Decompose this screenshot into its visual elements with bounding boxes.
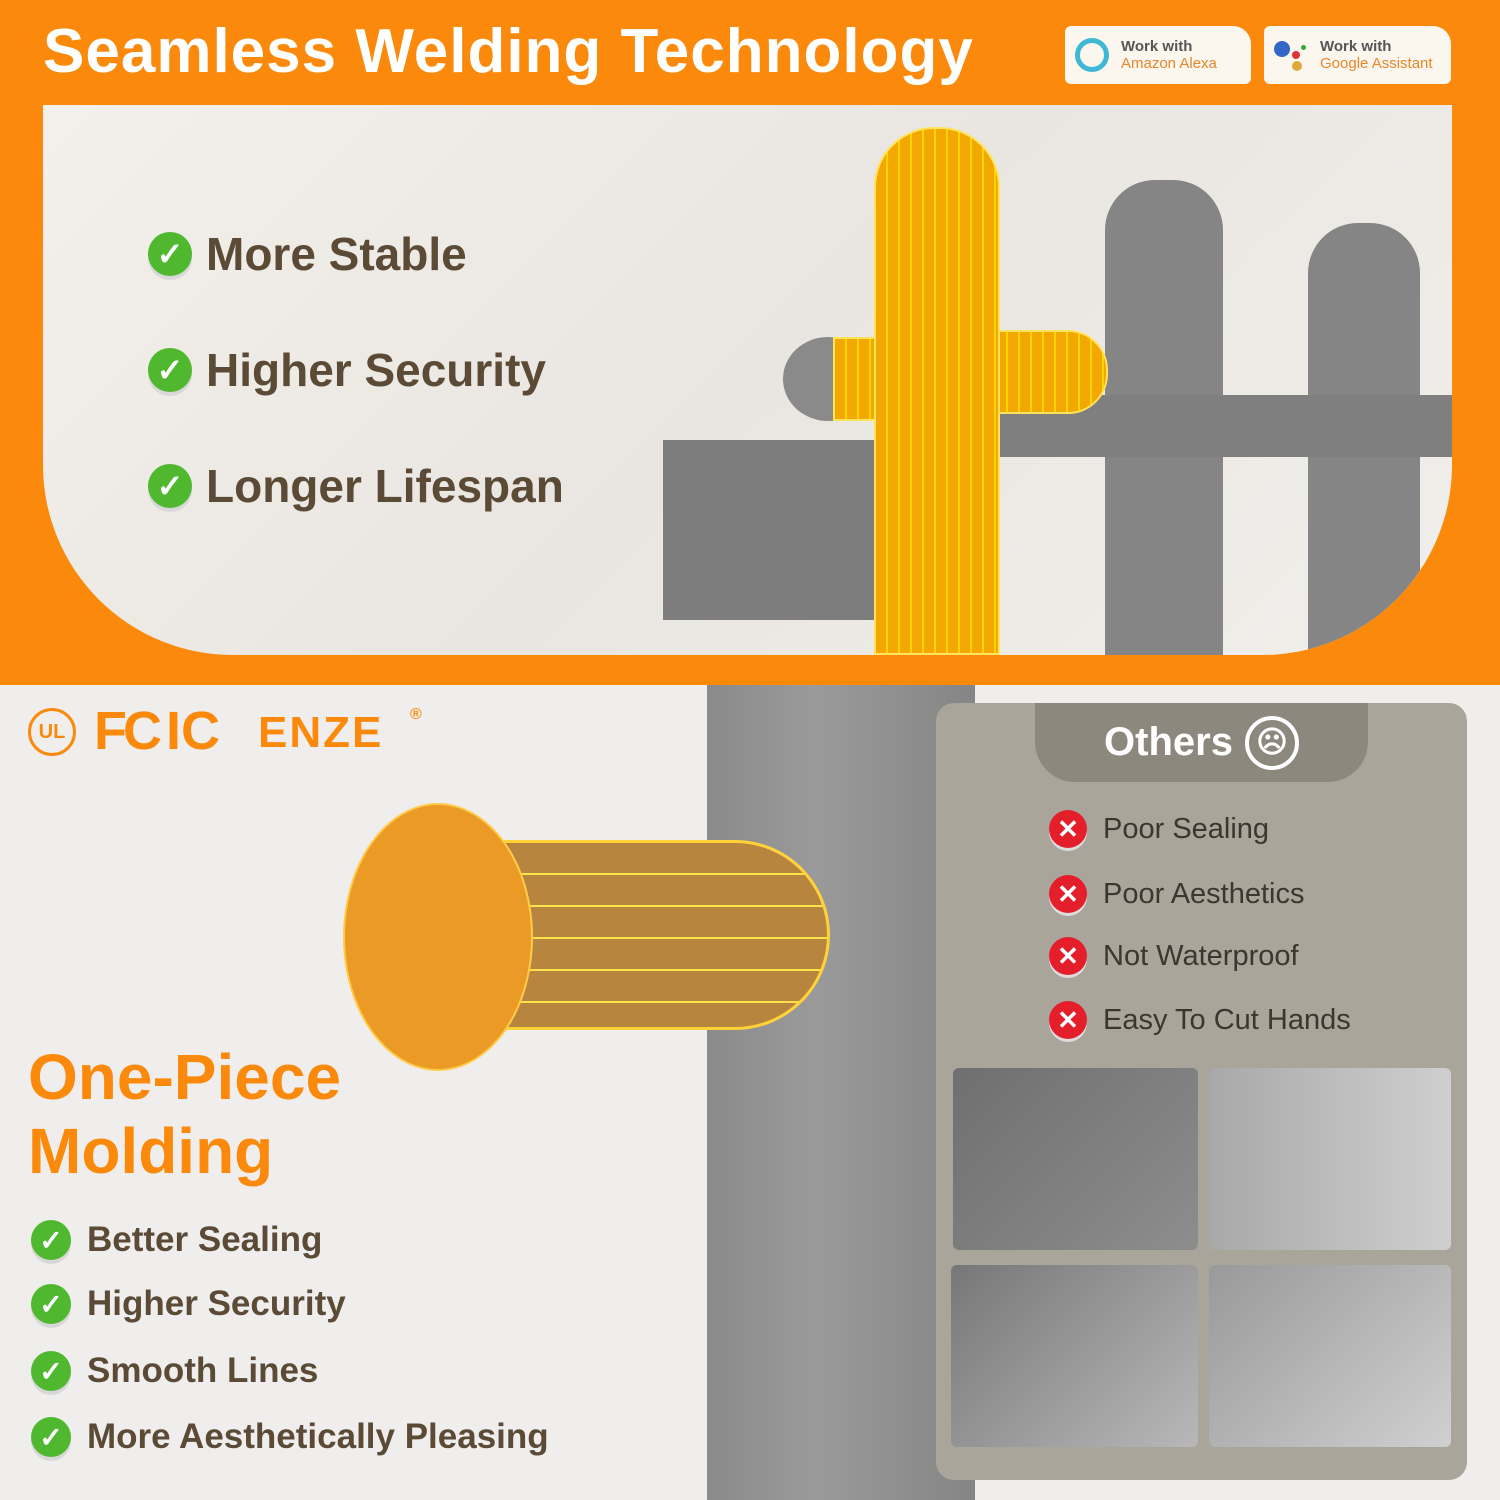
check-icon: ✓ bbox=[31, 1220, 71, 1260]
registered-mark: ® bbox=[410, 706, 422, 723]
feature-label: Higher Security bbox=[206, 344, 546, 396]
fcc-logo: FC bbox=[94, 701, 162, 761]
issue-label: Poor Aesthetics bbox=[1103, 877, 1305, 910]
issue-label: Easy To Cut Hands bbox=[1103, 1003, 1351, 1036]
others-tab: Others☹ bbox=[1035, 703, 1368, 782]
competitor-photo bbox=[1209, 1068, 1451, 1250]
cross-icon: ✕ bbox=[1049, 875, 1087, 913]
competitor-photo bbox=[1209, 1265, 1451, 1447]
issue-label: Poor Sealing bbox=[1103, 812, 1270, 845]
feature-label: Higher Security bbox=[87, 1284, 346, 1323]
feature-label: Smooth Lines bbox=[87, 1351, 319, 1390]
page-title: Seamless Welding Technology bbox=[43, 17, 974, 86]
badge-line1: Work with bbox=[1121, 38, 1193, 55]
check-icon: ✓ bbox=[31, 1351, 71, 1391]
feature-label: More Stable bbox=[206, 228, 467, 280]
issue-item: ✕ Easy To Cut Hands bbox=[1049, 1001, 1351, 1039]
cross-icon: ✕ bbox=[1049, 937, 1087, 975]
badge-line1: Work with bbox=[1320, 38, 1392, 55]
feature-item: ✓ Higher Security bbox=[31, 1284, 346, 1324]
others-title: Others bbox=[1104, 720, 1233, 764]
molding-title-line1: One-Piece bbox=[28, 1041, 342, 1113]
molding-title-line2: Molding bbox=[28, 1115, 274, 1187]
rail-pole-closeup bbox=[707, 685, 975, 1500]
feature-item: ✓ Longer Lifespan bbox=[148, 459, 564, 513]
feature-label: More Aesthetically Pleasing bbox=[87, 1417, 549, 1456]
others-comparison-panel: Others☹ ✕ Poor Sealing ✕ Poor Aesthetics ✕… bbox=[936, 703, 1467, 1480]
check-icon: ✓ bbox=[31, 1417, 71, 1457]
competitor-photo bbox=[951, 1265, 1198, 1447]
wall-mount-block bbox=[663, 440, 883, 620]
alexa-ring-icon bbox=[1075, 38, 1109, 72]
check-icon: ✓ bbox=[148, 348, 192, 392]
molding-title: One-Piece Molding bbox=[28, 1040, 341, 1188]
feature-label: Better Sealing bbox=[87, 1220, 323, 1259]
issue-item: ✕ Not Waterproof bbox=[1049, 937, 1299, 975]
feature-item: ✓ Smooth Lines bbox=[31, 1351, 318, 1391]
cross-icon: ✕ bbox=[1049, 1001, 1087, 1039]
google-assistant-dots-icon bbox=[1274, 37, 1310, 73]
cross-icon: ✕ bbox=[1049, 810, 1087, 848]
feature-item: ✓ More Aesthetically Pleasing bbox=[31, 1417, 549, 1457]
enze-brand-logo: ENZE bbox=[258, 708, 384, 757]
ic-logo: IC bbox=[166, 701, 220, 761]
feature-item: ✓ Higher Security bbox=[148, 343, 546, 397]
ul-logo: UL bbox=[28, 708, 76, 756]
badge-line2: Amazon Alexa bbox=[1121, 55, 1217, 72]
connector-end-cap bbox=[343, 803, 533, 1071]
welding-illustration-panel: ✓ More Stable ✓ Higher Security ✓ Longer Li… bbox=[43, 105, 1452, 655]
welded-pole-highlight bbox=[874, 127, 1000, 655]
issue-label: Not Waterproof bbox=[1103, 939, 1299, 972]
feature-item: ✓ Better Sealing bbox=[31, 1220, 322, 1260]
check-icon: ✓ bbox=[148, 464, 192, 508]
badge-line2: Google Assistant bbox=[1320, 55, 1433, 72]
competitor-photo bbox=[953, 1068, 1198, 1250]
issue-item: ✕ Poor Sealing bbox=[1049, 810, 1269, 848]
issue-item: ✕ Poor Aesthetics bbox=[1049, 875, 1305, 913]
feature-label: Longer Lifespan bbox=[206, 460, 564, 512]
sad-face-icon: ☹ bbox=[1244, 715, 1299, 770]
check-icon: ✓ bbox=[31, 1284, 71, 1324]
feature-item: ✓ More Stable bbox=[148, 227, 467, 281]
check-icon: ✓ bbox=[148, 232, 192, 276]
